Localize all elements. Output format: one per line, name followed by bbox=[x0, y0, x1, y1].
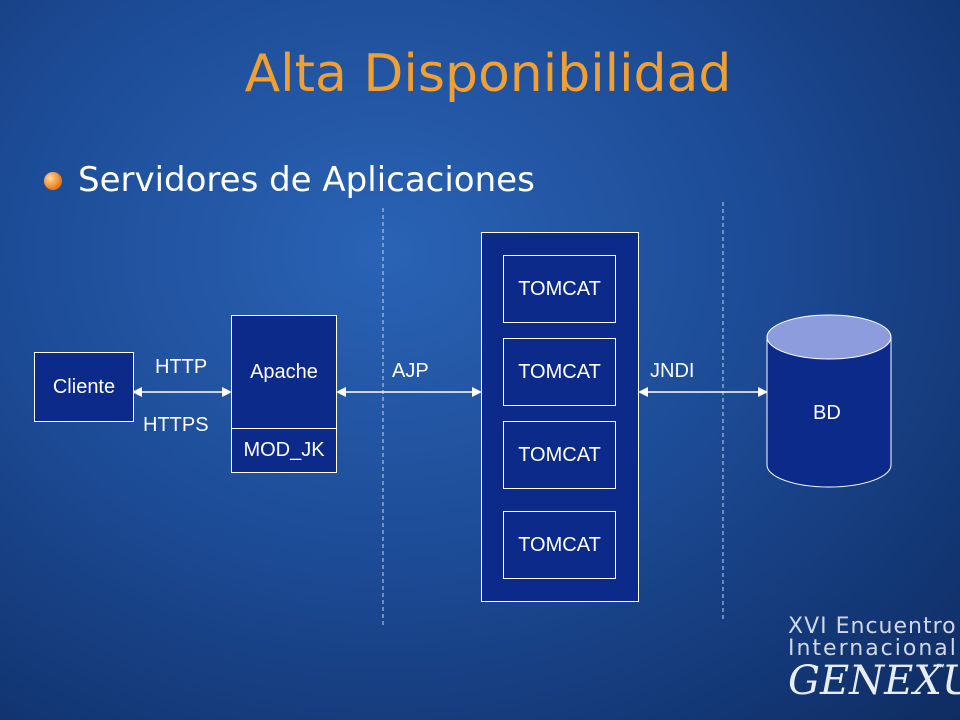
tomcat-node: TOMCAT bbox=[503, 338, 616, 406]
tomcat-node: TOMCAT bbox=[503, 511, 616, 579]
jndi-label: JNDI bbox=[650, 360, 695, 382]
database-label: BD bbox=[813, 402, 841, 424]
bullet-icon bbox=[44, 172, 62, 190]
tomcat-node: TOMCAT bbox=[503, 421, 616, 489]
apache-box: Apache bbox=[231, 315, 337, 429]
page-title: Alta Disponibilidad bbox=[244, 44, 732, 104]
ajp-label: AJP bbox=[392, 360, 429, 382]
logo-trademark: ™ bbox=[936, 662, 945, 672]
logo-line-1: XVI Encuentro bbox=[788, 614, 957, 639]
bullet-text: Servidores de Aplicaciones bbox=[78, 160, 535, 200]
tomcat-node: TOMCAT bbox=[503, 255, 616, 323]
http-label: HTTP bbox=[155, 356, 208, 378]
genexus-event-logo: XVI Encuentro Internacional GENEXUS ™ bbox=[788, 614, 960, 714]
database-cylinder-shape bbox=[766, 314, 892, 488]
cliente-box: Cliente bbox=[34, 352, 134, 422]
https-label: HTTPS bbox=[143, 414, 209, 436]
logo-line-2: Internacional bbox=[788, 636, 958, 661]
logo-brand: GENEXUS bbox=[788, 658, 960, 704]
mod-jk-box: MOD_JK bbox=[231, 428, 337, 473]
